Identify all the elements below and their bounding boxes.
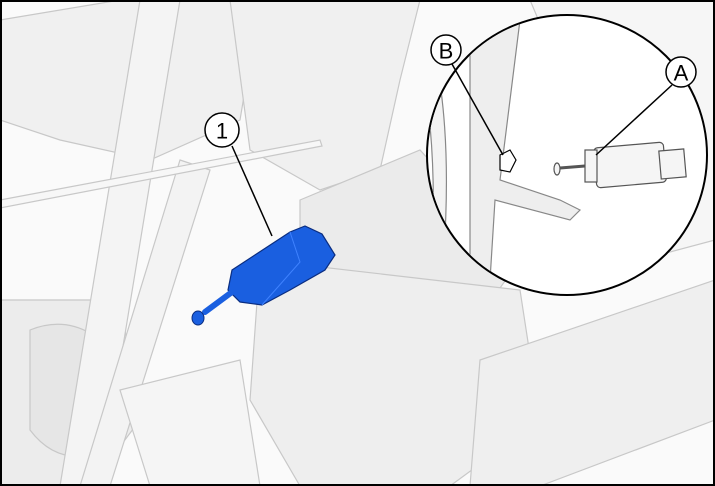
callout-label-1: 1: [216, 119, 228, 144]
callout-label-a: A: [674, 61, 689, 86]
detail-inset: [426, 14, 708, 296]
switch-detail: [553, 141, 687, 189]
callout-label-b: B: [439, 39, 454, 64]
callout-b: B: [430, 34, 504, 156]
brake-light-switch-highlighted: [191, 225, 336, 326]
callout-a: A: [595, 56, 697, 156]
callout-1: 1: [204, 112, 273, 237]
